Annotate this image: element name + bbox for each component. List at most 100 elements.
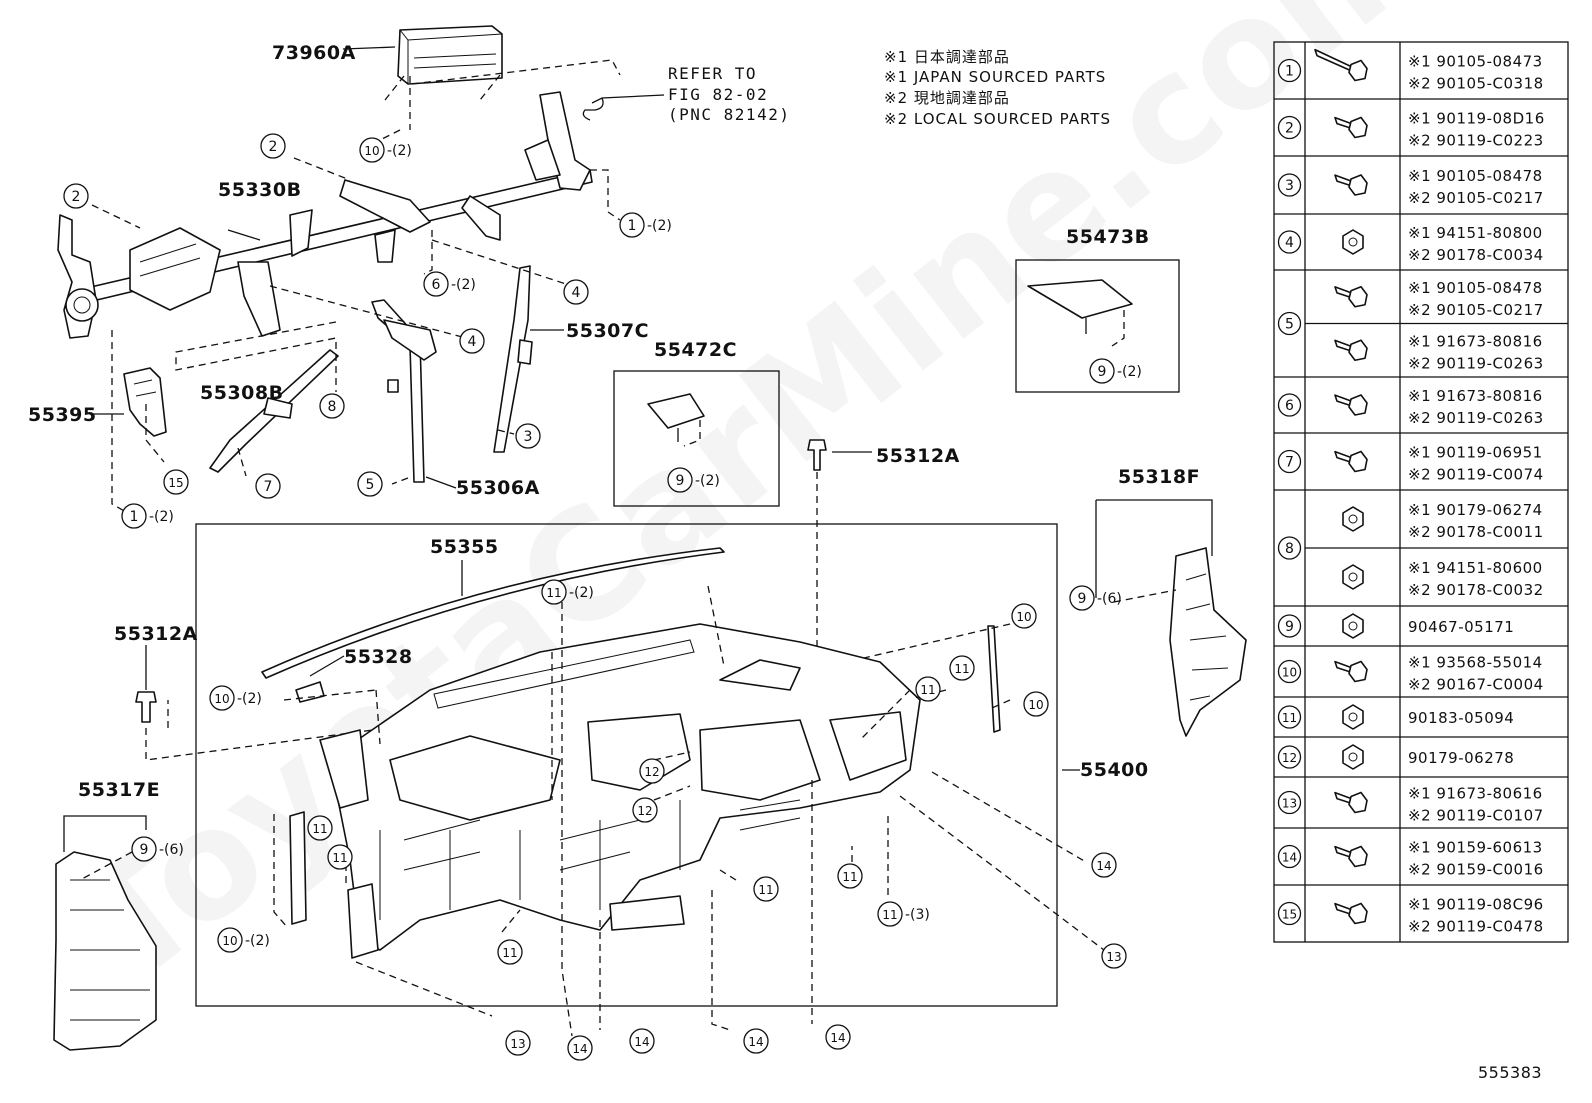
fastener-row-4[interactable]: 4※1 94151-80800※2 90178-C0034 — [1274, 213, 1568, 264]
label-55330B[interactable]: 55330B — [218, 179, 302, 201]
label-55307C[interactable]: 55307C — [566, 320, 649, 342]
callout-10[interactable]: 10 — [1011, 603, 1037, 629]
fastener-part-number[interactable]: ※1 90179-06274 — [1408, 501, 1543, 519]
fastener-part-number[interactable]: ※2 90119-C0263 — [1408, 354, 1544, 372]
fastener-part-number[interactable]: ※2 90105-C0217 — [1408, 301, 1544, 319]
callout-5[interactable]: 5 — [357, 471, 383, 497]
fastener-row-14[interactable]: 14※1 90159-60613※2 90159-C0016 — [1274, 827, 1568, 879]
label-55308B[interactable]: 55308B — [200, 382, 284, 404]
callout-2[interactable]: 2 — [260, 133, 286, 159]
fastener-part-number[interactable]: 90467-05171 — [1408, 618, 1514, 636]
label-73960A[interactable]: 73960A — [272, 42, 356, 64]
fastener-part-number[interactable]: ※2 90119-C0263 — [1408, 409, 1544, 427]
fastener-part-number[interactable]: ※2 90105-C0217 — [1408, 189, 1544, 207]
callout-14[interactable]: 14 — [825, 1024, 851, 1050]
fastener-part-number[interactable]: ※1 91673-80816 — [1408, 387, 1543, 405]
callout-4[interactable]: 4 — [563, 279, 589, 305]
callout-4[interactable]: 4 — [459, 328, 485, 354]
fastener-row-3[interactable]: 3※1 90105-08478※2 90105-C0217 — [1274, 155, 1568, 207]
fastener-row-15[interactable]: 15※1 90119-08C96※2 90119-C0478 — [1274, 884, 1568, 936]
fastener-row-2[interactable]: 2※1 90119-08D16※2 90119-C0223 — [1274, 98, 1568, 150]
callout-11[interactable]: 11 — [497, 939, 523, 965]
callout-10[interactable]: 10-(2) — [209, 685, 262, 711]
callout-10[interactable]: 10-(2) — [217, 927, 270, 953]
label-55395[interactable]: 55395 — [28, 404, 97, 426]
label-55312A-left[interactable]: 55312A — [114, 623, 198, 645]
fastener-row-6[interactable]: 6※1 91673-80816※2 90119-C0263 — [1274, 376, 1568, 427]
fastener-part-number[interactable]: ※1 90105-08478 — [1408, 167, 1543, 185]
callout-10[interactable]: 10 — [1023, 691, 1049, 717]
fastener-part-number[interactable]: ※2 90178-C0011 — [1408, 523, 1544, 541]
callout-1[interactable]: 1-(2) — [619, 212, 672, 238]
fastener-part-number[interactable]: ※2 90178-C0034 — [1408, 246, 1544, 264]
fastener-part-number[interactable]: ※1 94151-80600 — [1408, 559, 1543, 577]
fastener-part-number[interactable]: ※1 91673-80816 — [1408, 332, 1543, 350]
part-number-labels[interactable]: 73960A 55330B 55473B 55307C 55472C 55308… — [28, 42, 1542, 1082]
label-55318F[interactable]: 55318F — [1118, 466, 1200, 488]
fastener-part-number[interactable]: ※1 90159-60613 — [1408, 839, 1543, 857]
callout-14[interactable]: 14 — [567, 1035, 593, 1061]
fastener-row-10[interactable]: 10※1 93568-55014※2 90167-C0004 — [1274, 645, 1568, 694]
label-55473B[interactable]: 55473B — [1066, 226, 1150, 248]
label-55355[interactable]: 55355 — [430, 536, 499, 558]
callout-11[interactable]: 11 — [753, 876, 779, 902]
fastener-part-number[interactable]: ※2 90119-C0074 — [1408, 466, 1544, 484]
fastener-part-number[interactable]: ※2 90119-C0478 — [1408, 918, 1544, 936]
callout-15[interactable]: 15 — [163, 469, 189, 495]
label-55317E[interactable]: 55317E — [78, 779, 160, 801]
callout-11[interactable]: 11 — [837, 863, 863, 889]
fastener-row-13[interactable]: 13※1 91673-80616※2 90119-C0107 — [1274, 776, 1568, 825]
callout-11[interactable]: 11 — [327, 844, 353, 870]
callout-12[interactable]: 12 — [632, 797, 658, 823]
callout-14[interactable]: 14 — [743, 1028, 769, 1054]
fastener-row-5[interactable]: 5※1 90105-08478※2 90105-C0217※1 91673-80… — [1274, 269, 1568, 372]
fastener-part-number[interactable]: ※1 93568-55014 — [1408, 654, 1543, 672]
fastener-row-7[interactable]: 7※1 90119-06951※2 90119-C0074 — [1274, 432, 1568, 484]
callout-2[interactable]: 2 — [63, 183, 89, 209]
fastener-part-number[interactable]: ※1 94151-80800 — [1408, 224, 1543, 242]
callout-8[interactable]: 8 — [319, 393, 345, 419]
fastener-part-number[interactable]: ※1 90119-08C96 — [1408, 896, 1544, 914]
callout-6[interactable]: 6-(2) — [423, 271, 476, 297]
callout-13[interactable]: 13 — [505, 1030, 531, 1056]
fastener-part-number[interactable]: ※1 90119-06951 — [1408, 444, 1543, 462]
fastener-part-number[interactable]: ※2 90178-C0032 — [1408, 581, 1544, 599]
fastener-part-number[interactable]: ※2 90119-C0223 — [1408, 132, 1544, 150]
callout-7[interactable]: 7 — [255, 473, 281, 499]
fastener-part-number[interactable]: ※2 90167-C0004 — [1408, 676, 1544, 694]
callout-14[interactable]: 14 — [1091, 852, 1117, 878]
callout-11[interactable]: 11-(3) — [877, 901, 930, 927]
callout-3[interactable]: 3 — [515, 423, 541, 449]
fastener-part-number[interactable]: 90179-06278 — [1408, 749, 1514, 767]
fastener-part-number[interactable]: ※2 90105-C0318 — [1408, 75, 1544, 93]
fastener-part-number[interactable]: ※1 90119-08D16 — [1408, 110, 1545, 128]
callout-14[interactable]: 14 — [629, 1028, 655, 1054]
fastener-row-1[interactable]: 1※1 90105-08473※2 90105-C0318 — [1277, 48, 1544, 93]
label-55328[interactable]: 55328 — [344, 646, 413, 668]
callout-10[interactable]: 10-(2) — [359, 137, 412, 163]
label-55400[interactable]: 55400 — [1080, 759, 1149, 781]
fastener-row-8[interactable]: 8※1 90179-06274※2 90178-C0011※1 94151-80… — [1274, 489, 1568, 599]
callout-13[interactable]: 13 — [1101, 943, 1127, 969]
label-55306A[interactable]: 55306A — [456, 477, 540, 499]
callout-12[interactable]: 12 — [639, 758, 665, 784]
callout-1[interactable]: 1-(2) — [121, 503, 174, 529]
callout-11[interactable]: 11 — [949, 655, 975, 681]
figure-reference[interactable]: REFER TO FIG 82-02 (PNC 82142) — [591, 64, 790, 124]
callout-9[interactable]: 9-(2) — [1089, 358, 1142, 384]
reference-line-2[interactable]: FIG 82-02 — [668, 85, 768, 104]
callout-11[interactable]: 11 — [307, 815, 333, 841]
fastener-part-number[interactable]: ※2 90119-C0107 — [1408, 807, 1544, 825]
fastener-part-number[interactable]: ※2 90159-C0016 — [1408, 861, 1544, 879]
fastener-part-number[interactable]: ※1 90105-08473 — [1408, 53, 1543, 71]
callout-11[interactable]: 11-(2) — [541, 579, 594, 605]
fastener-part-number[interactable]: ※1 91673-80616 — [1408, 785, 1543, 803]
fastener-part-number[interactable]: ※1 90105-08478 — [1408, 279, 1543, 297]
label-55472C[interactable]: 55472C — [654, 339, 737, 361]
callout-9[interactable]: 9-(6) — [131, 836, 184, 862]
callout-11[interactable]: 11 — [915, 676, 941, 702]
